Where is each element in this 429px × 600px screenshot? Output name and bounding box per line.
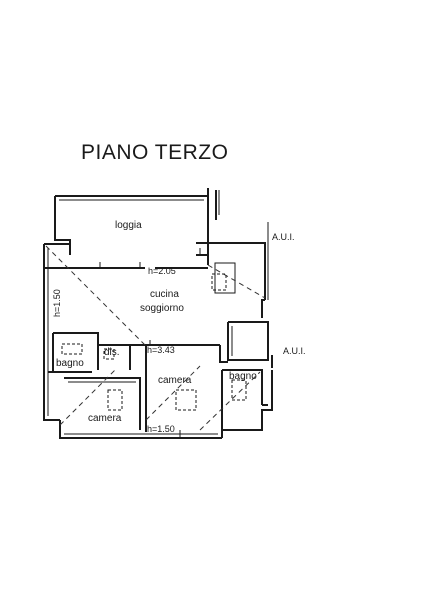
bed-fixture xyxy=(175,389,197,411)
fixtures xyxy=(61,273,247,411)
aui-label-bottom: A.U.I. xyxy=(283,346,306,356)
room-label-bagno-left: bagno xyxy=(56,358,84,369)
height-label-kitchen: h=2.05 xyxy=(148,266,176,276)
wc-fixture xyxy=(103,348,115,360)
height-label-center: h=3.43 xyxy=(147,345,175,355)
plan-title: PIANO TERZO xyxy=(81,141,228,164)
room-label-camera-left: camera xyxy=(88,413,122,424)
interior-walls xyxy=(44,255,263,432)
height-label-left-wall: h=1.50 xyxy=(52,289,62,317)
room-label-loggia: loggia xyxy=(115,220,142,231)
room-label-bagno-right: bagno xyxy=(229,371,257,382)
door-marks xyxy=(99,248,201,438)
room-label-camera-center: camera xyxy=(158,375,192,386)
shower-fixture xyxy=(231,379,247,401)
room-label-cucina: cucina xyxy=(150,289,179,300)
aui-label-top: A.U.I. xyxy=(272,232,295,242)
room-label-soggiorno: soggiorno xyxy=(140,303,184,314)
bed-fixture xyxy=(107,389,123,411)
outer-walls xyxy=(43,188,273,439)
cooktop-fixture xyxy=(211,273,227,291)
roof-diagonals xyxy=(45,245,266,431)
height-label-bottom: h=1.50 xyxy=(147,424,175,434)
room-label-dis: dis. xyxy=(104,347,120,358)
sink-fixture xyxy=(61,343,83,355)
